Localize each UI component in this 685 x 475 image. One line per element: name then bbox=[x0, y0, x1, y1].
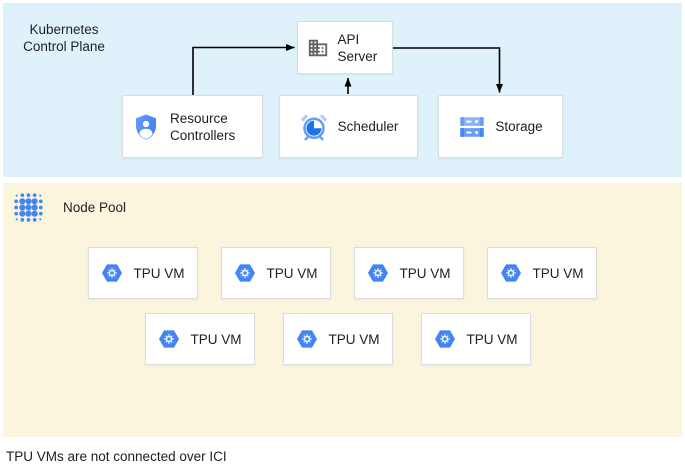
dot-cluster-icon bbox=[10, 189, 47, 226]
node-pool-label: Node Pool bbox=[63, 200, 127, 215]
tpu-vm-label: TPU VM bbox=[133, 265, 185, 281]
control-plane-label: Kubernetes Control Plane bbox=[23, 22, 105, 54]
scheduler-node: Scheduler bbox=[279, 95, 418, 158]
api-server-node: API Server bbox=[297, 21, 393, 74]
node-pool-region bbox=[3, 183, 682, 437]
caption: TPU VMs are not connected over ICI bbox=[6, 449, 227, 464]
tpu-vm-node: TPU VM bbox=[283, 313, 393, 365]
tpu-vm-node: TPU VM bbox=[354, 247, 464, 299]
api-server-label: API Server bbox=[337, 31, 378, 64]
shield-user-icon bbox=[131, 112, 161, 142]
tpu-vm-label: TPU VM bbox=[190, 331, 242, 347]
tpu-vm-label: TPU VM bbox=[399, 265, 451, 281]
tpu-vm-node: TPU VM bbox=[88, 247, 198, 299]
tpu-vm-node: TPU VM bbox=[221, 247, 331, 299]
tpu-vm-node: TPU VM bbox=[487, 247, 597, 299]
scheduler-label: Scheduler bbox=[337, 119, 399, 134]
compute-hexagon-icon bbox=[500, 263, 522, 283]
compute-hexagon-icon bbox=[434, 329, 456, 349]
resource-controllers-label: Resource Controllers bbox=[170, 110, 236, 143]
server-stack-icon bbox=[458, 113, 486, 141]
tpu-vm-label: TPU VM bbox=[266, 265, 318, 281]
tpu-vm-label: TPU VM bbox=[532, 265, 584, 281]
storage-label: Storage bbox=[495, 119, 543, 134]
compute-hexagon-icon bbox=[367, 263, 389, 283]
tpu-vm-label: TPU VM bbox=[328, 331, 380, 347]
compute-hexagon-icon bbox=[234, 263, 256, 283]
node-pool-header: Node Pool bbox=[10, 189, 126, 226]
compute-hexagon-icon bbox=[101, 263, 123, 283]
resource-controllers-node: Resource Controllers bbox=[122, 95, 263, 158]
tpu-vm-label: TPU VM bbox=[466, 331, 518, 347]
alarm-clock-icon bbox=[299, 112, 329, 142]
tpu-vm-node: TPU VM bbox=[421, 313, 531, 365]
compute-hexagon-icon bbox=[158, 329, 180, 349]
building-icon bbox=[307, 37, 329, 59]
compute-hexagon-icon bbox=[296, 329, 318, 349]
tpu-vm-node: TPU VM bbox=[145, 313, 255, 365]
storage-node: Storage bbox=[438, 95, 563, 158]
